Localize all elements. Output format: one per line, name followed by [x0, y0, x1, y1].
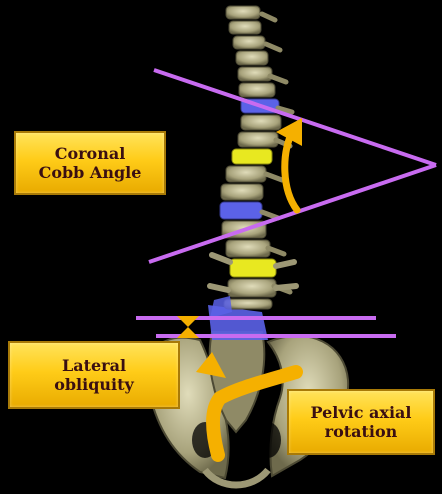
obliquity-double-arrow	[177, 316, 199, 338]
vertebra	[229, 21, 261, 34]
cobb-angle-lines	[149, 70, 436, 262]
pelvic-label-line-2: rotation	[311, 422, 412, 441]
lower-cobb-line	[149, 165, 436, 262]
vertebra	[238, 67, 272, 81]
vertebra	[239, 83, 275, 97]
vertebra	[232, 149, 272, 164]
pelvic-label-line-1: Pelvic axial	[311, 403, 412, 422]
left-obturator	[255, 422, 281, 458]
vertebra	[241, 115, 281, 130]
vertebra	[220, 202, 262, 219]
coronal-cobb-angle-label: Coronal Cobb Angle	[14, 131, 166, 195]
obliquity-label-line-1: Lateral	[54, 356, 134, 375]
upper-cobb-line	[154, 70, 436, 165]
pelvic-axial-rotation-label: Pelvic axial rotation	[287, 389, 435, 455]
vertebra	[226, 166, 266, 182]
cobb-label-line-1: Coronal	[39, 144, 142, 163]
cobb-label-line-2: Cobb Angle	[39, 163, 142, 182]
lateral-obliquity-label: Lateral obliquity	[8, 341, 180, 409]
vertebra	[236, 51, 268, 65]
obliquity-label-line-2: obliquity	[54, 375, 134, 394]
vertebra	[226, 240, 270, 257]
vertebra	[233, 36, 265, 49]
cobb-arrow	[276, 118, 302, 210]
vertebra	[228, 279, 276, 297]
vertebra	[230, 259, 276, 277]
vertebra	[238, 132, 278, 147]
vertebra	[226, 6, 260, 19]
vertebra	[221, 184, 263, 200]
